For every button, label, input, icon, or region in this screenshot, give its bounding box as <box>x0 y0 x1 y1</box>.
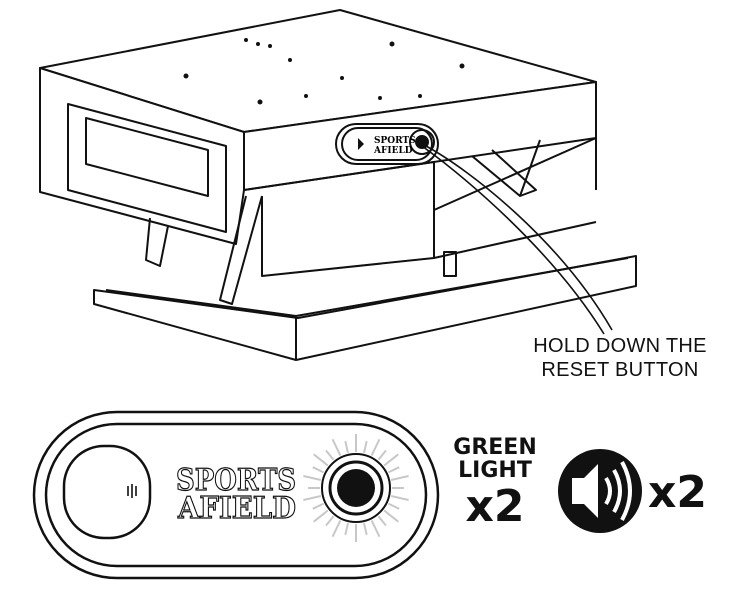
glow-ray <box>383 453 399 467</box>
glow-ray <box>344 522 349 536</box>
glow-ray <box>325 449 335 461</box>
callout-line1: HOLD DOWN THE <box>533 335 707 357</box>
glow-ray <box>344 440 349 454</box>
glow-ray <box>313 453 329 467</box>
green-light-line1: GREEN <box>453 435 537 460</box>
callout-leader <box>425 145 613 331</box>
green-light-count: x2 <box>465 481 525 532</box>
green-light-label: GREEN LIGHT x2 <box>430 436 560 530</box>
glow-ray <box>325 515 335 527</box>
front-brand-line1: SPORTS <box>374 136 416 146</box>
glow-ray <box>331 520 342 538</box>
glow-ray <box>388 466 400 474</box>
glow-ray <box>370 520 381 538</box>
keypad-panel <box>32 410 440 580</box>
front-keypad <box>335 123 439 165</box>
panel-brand-line1: SPORTS <box>176 463 296 498</box>
safe-base-tray <box>93 255 637 361</box>
glow-ray <box>390 495 409 501</box>
glow-ray <box>377 515 387 527</box>
display-window <box>62 444 152 540</box>
glow-ray <box>363 440 368 454</box>
reset-callout: HOLD DOWN THE RESET BUTTON <box>500 334 740 382</box>
glow-ray <box>331 438 342 456</box>
glow-ray <box>303 495 322 501</box>
panel-brand-line2: AFIELD <box>177 491 296 526</box>
sound-count: x2 <box>648 467 707 518</box>
speaker-grille-icon <box>127 484 137 498</box>
glow-ray <box>313 509 329 523</box>
glow-ray <box>383 509 399 523</box>
glow-ray <box>390 475 409 481</box>
glow-ray <box>377 449 387 461</box>
top-holes <box>183 38 465 105</box>
speaker-icon <box>558 449 642 533</box>
green-light-glow <box>303 434 409 542</box>
glow-ray <box>388 502 400 510</box>
display-recess <box>67 103 227 233</box>
glow-ray <box>312 502 324 510</box>
front-brand-line2: AFIELD <box>373 146 413 156</box>
glow-ray <box>312 466 324 474</box>
glow-ray <box>370 438 381 456</box>
green-light-line2: LIGHT <box>458 458 532 483</box>
glow-ray <box>303 475 322 481</box>
safe-illustration <box>39 9 637 361</box>
callout-line2: RESET BUTTON <box>541 359 699 381</box>
glow-ray <box>363 522 368 536</box>
reset-button-icon[interactable] <box>321 453 391 523</box>
